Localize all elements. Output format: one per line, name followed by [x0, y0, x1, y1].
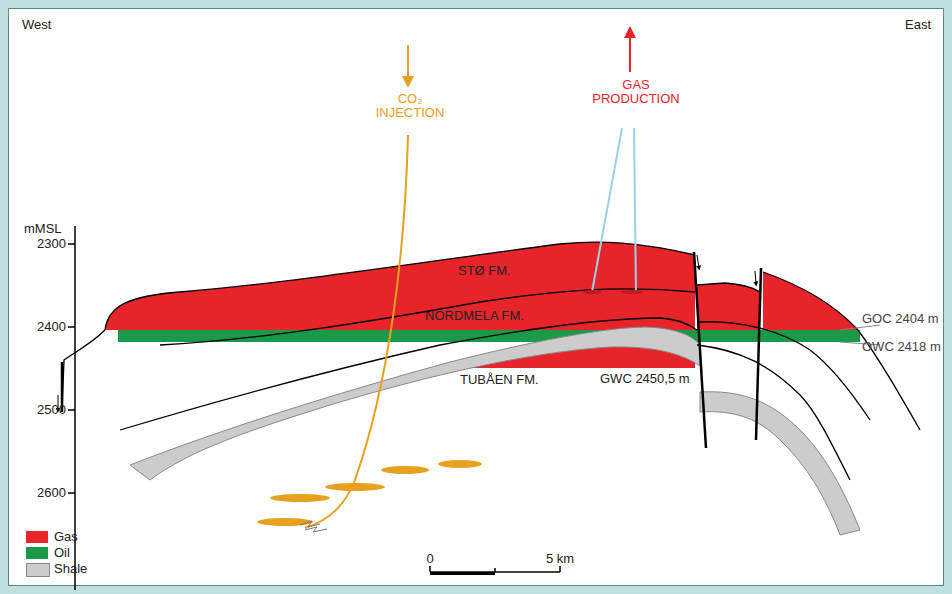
direction-label: West	[22, 18, 51, 32]
contact-depth: GOC 2404 m	[862, 312, 939, 326]
legend-text: Oil	[54, 546, 70, 560]
formation-name: NORDMELA FM.	[425, 309, 524, 323]
axis-unit: mMSL	[24, 222, 62, 236]
well-label: CO₂ INJECTION	[370, 92, 450, 121]
contact-depth: OWC 2418 m	[862, 340, 941, 354]
direction-label: East	[905, 18, 931, 32]
depth-tick: 2400	[37, 320, 66, 334]
scale-value: 5 km	[546, 552, 574, 566]
contact-depth: GWC 2450,5 m	[600, 372, 690, 386]
legend-swatch	[26, 531, 48, 543]
well-label: GAS PRODUCTION	[591, 78, 681, 107]
scale-value: 0	[426, 552, 433, 566]
formation-name: STØ FM.	[458, 264, 511, 278]
depth-tick: 2500	[37, 403, 66, 417]
depth-tick: 2300	[37, 237, 66, 251]
legend-swatch	[26, 563, 50, 577]
formation-name: TUBÅEN FM.	[460, 373, 539, 387]
depth-tick: 2600	[37, 486, 66, 500]
legend-text: Gas	[54, 530, 78, 544]
legend-swatch	[26, 547, 48, 559]
legend-text: Shale	[54, 562, 87, 576]
